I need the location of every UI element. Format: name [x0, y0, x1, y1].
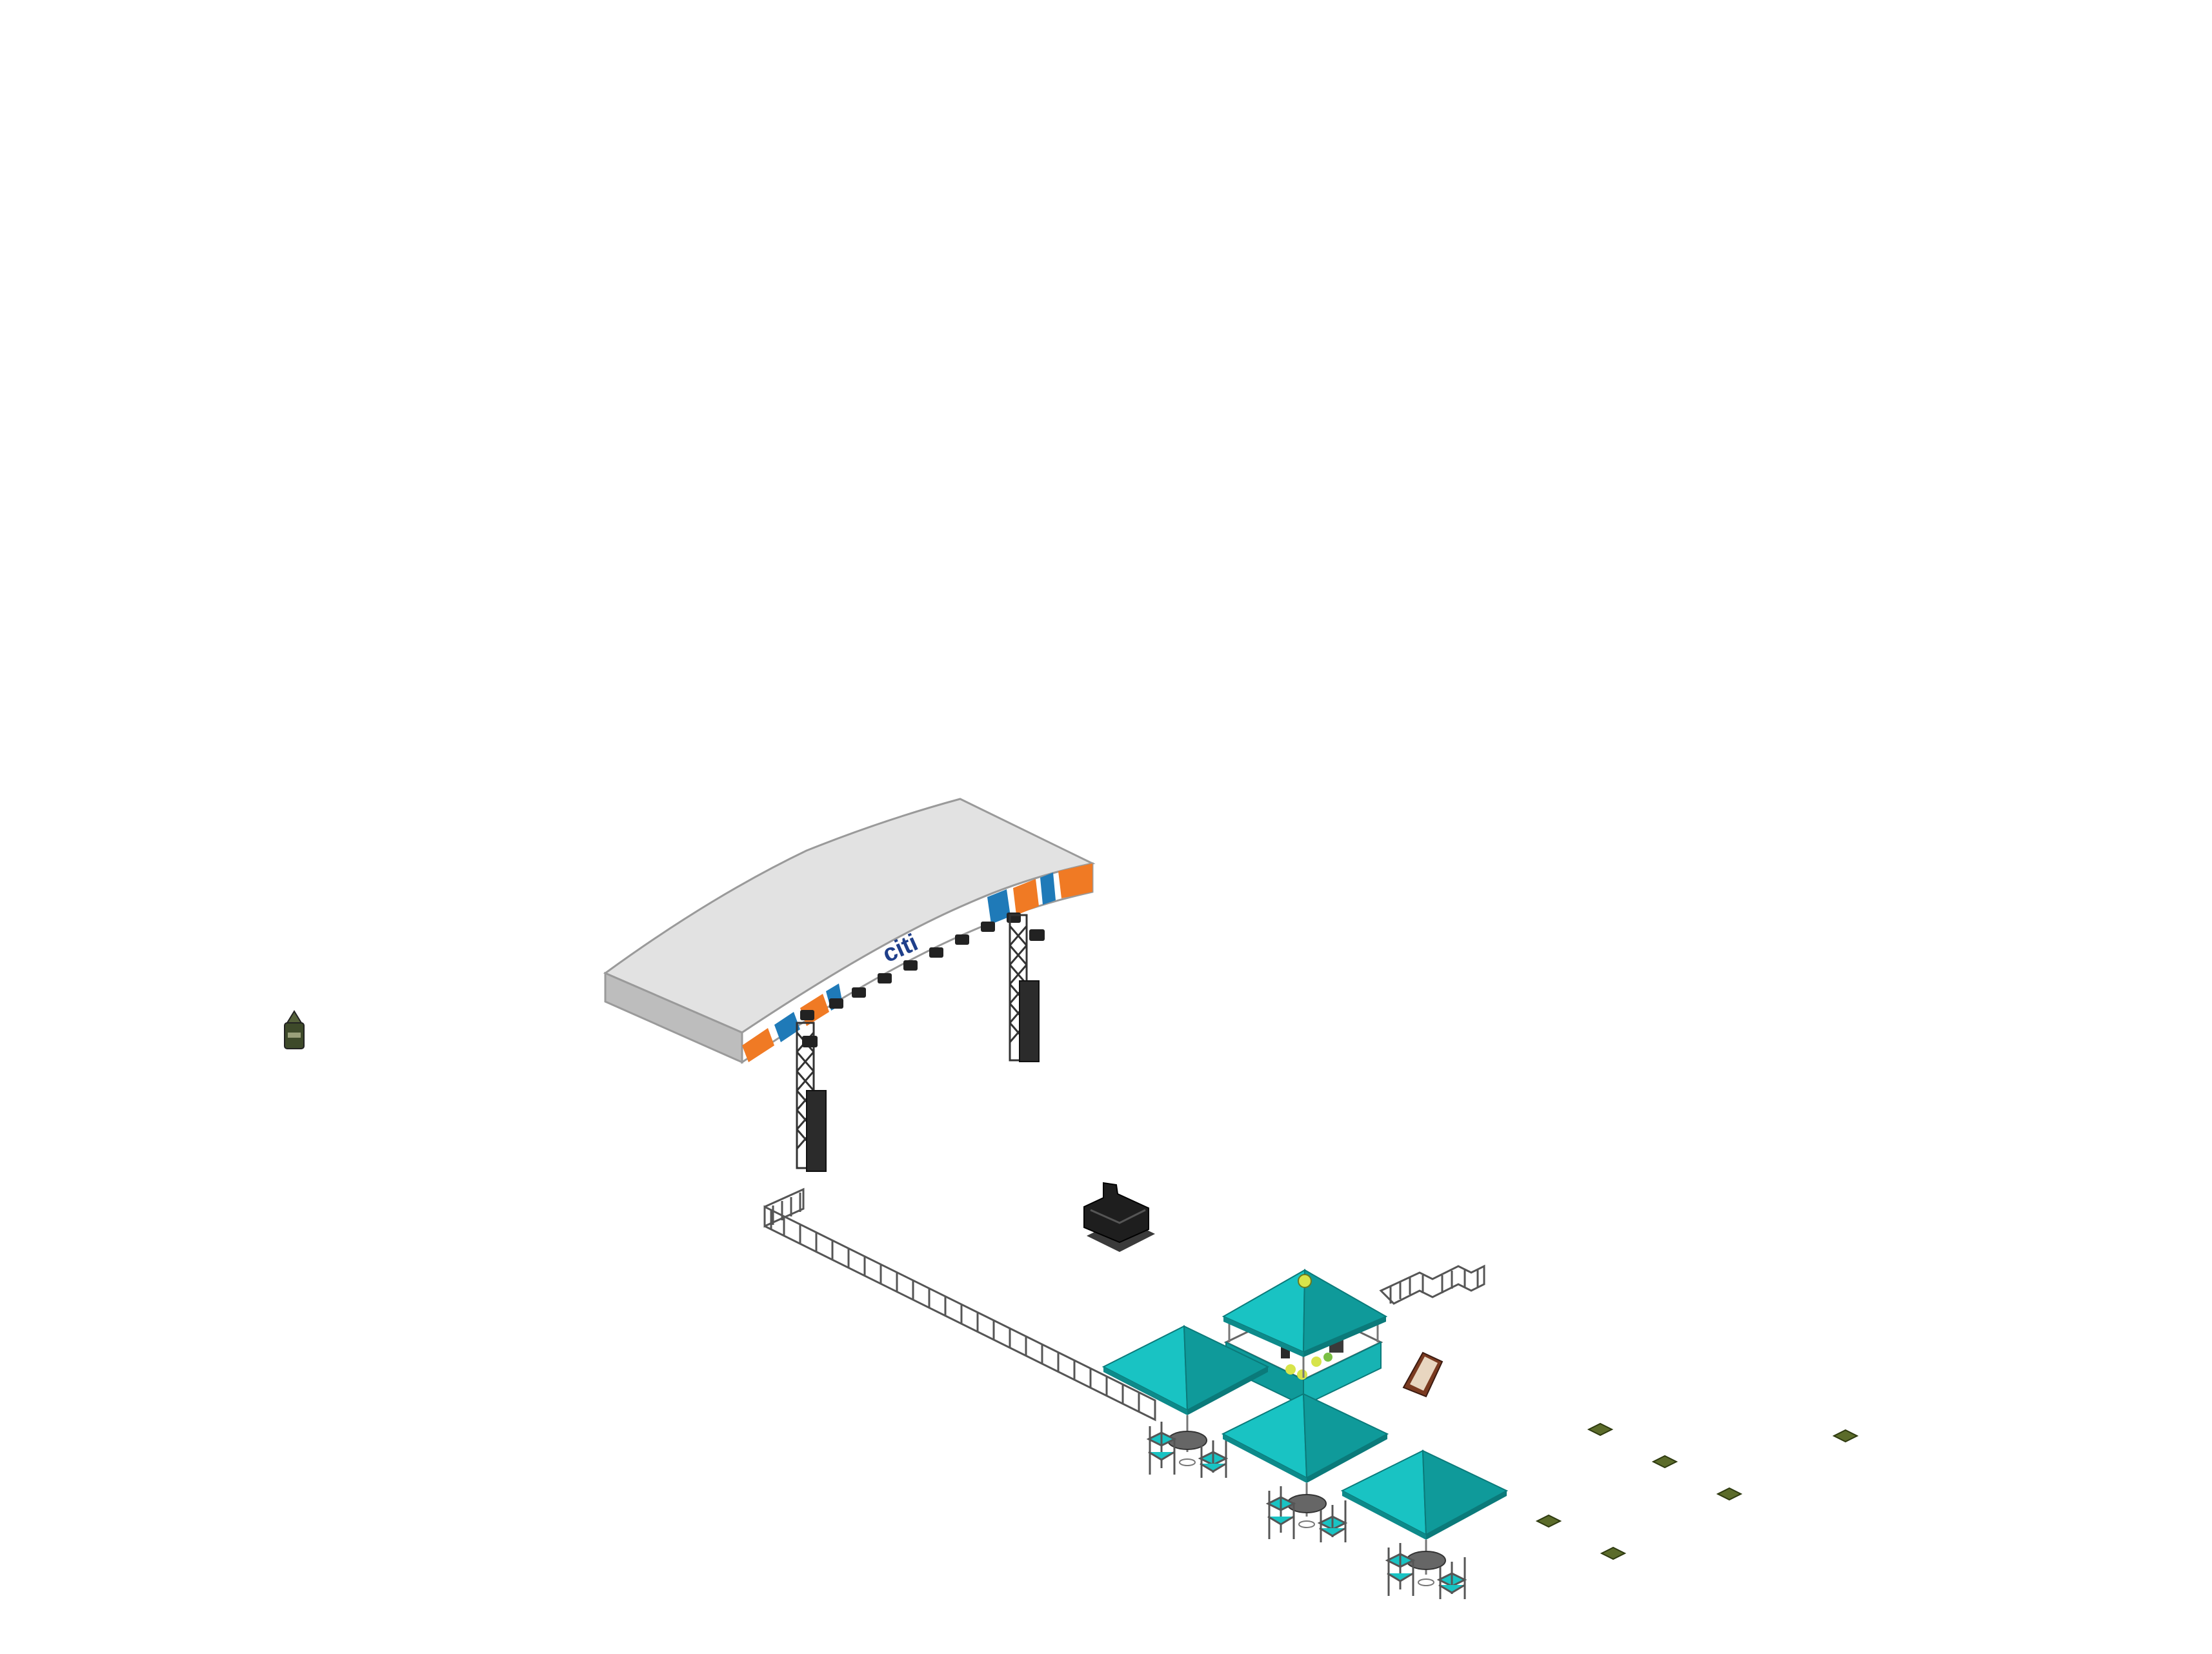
ground-marker[interactable]: [1587, 1422, 1614, 1437]
dj-mixer-desk[interactable]: [1083, 1182, 1155, 1252]
ground-marker[interactable]: [1832, 1429, 1859, 1443]
ground-marker[interactable]: [1535, 1514, 1562, 1528]
ground-marker[interactable]: [1600, 1546, 1627, 1560]
ground-markers: [1535, 1422, 1859, 1560]
concert-stage[interactable]: citi: [603, 798, 1096, 1172]
bollard-lamp[interactable]: [284, 1010, 305, 1049]
stage-roof-side: [604, 971, 743, 1064]
band-stripe-blue: [987, 889, 1010, 924]
canopy-table-2[interactable]: [1221, 1393, 1389, 1542]
band-stripe-orange: [1058, 863, 1092, 898]
ground-marker[interactable]: [1716, 1487, 1743, 1501]
menu-sandwich-board[interactable]: [1402, 1351, 1443, 1398]
band-stripe-blue: [1040, 872, 1056, 905]
band-stripe-orange: [742, 1028, 774, 1062]
canopy-table-3[interactable]: [1340, 1449, 1509, 1599]
left-speaker-stack: [806, 1090, 827, 1172]
right-speaker-stack: [1019, 980, 1040, 1062]
stage-lights: [800, 913, 1045, 1020]
crowd-barrier-fence-left[interactable]: [763, 1187, 1156, 1422]
ground-marker[interactable]: [1651, 1455, 1678, 1469]
canopy-table-1[interactable]: [1101, 1325, 1270, 1478]
crowd-barrier-fence-right[interactable]: [1379, 1264, 1485, 1305]
band-stripe-blue: [774, 1012, 800, 1042]
left-speaker-top: [802, 1036, 818, 1047]
band-stripe-orange: [1013, 879, 1039, 915]
canopy-booth: [1222, 1269, 1388, 1357]
